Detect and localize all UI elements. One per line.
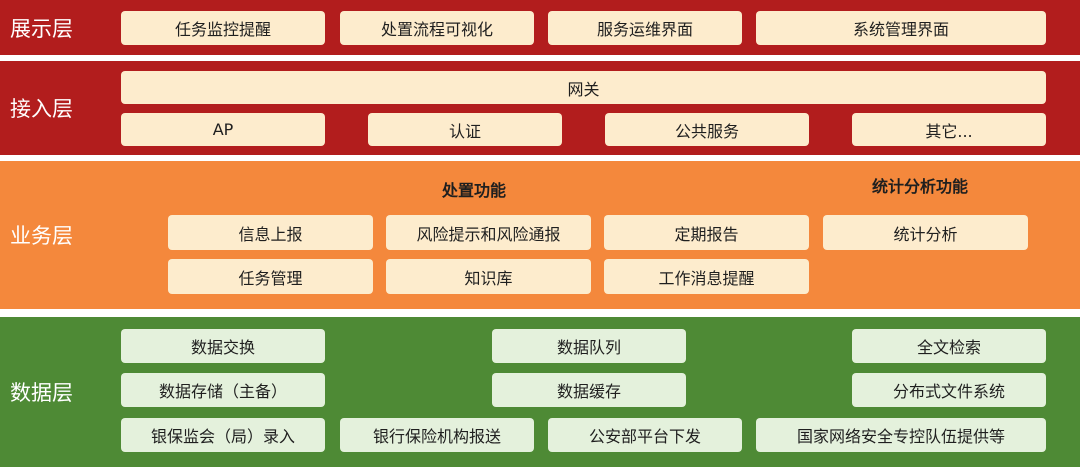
- task-management-box: 任务管理: [168, 259, 373, 294]
- public-service-box: 公共服务: [605, 113, 809, 146]
- other-box: 其它...: [852, 113, 1046, 146]
- ap-box: AP: [121, 113, 325, 146]
- data-queue-box: 数据队列: [492, 329, 686, 363]
- info-report-box: 信息上报: [168, 215, 373, 250]
- work-message-reminder-box: 工作消息提醒: [604, 259, 809, 294]
- periodic-report-box: 定期报告: [604, 215, 809, 250]
- service-ops-ui-box: 服务运维界面: [548, 11, 742, 45]
- gateway-box: 网关: [121, 71, 1046, 104]
- risk-notice-box: 风险提示和风险通报: [386, 215, 591, 250]
- business-layer-label: 业务层: [10, 224, 73, 248]
- stats-function-heading: 统计分析功能: [872, 177, 969, 196]
- data-layer-label: 数据层: [10, 381, 73, 405]
- bank-insurance-report-box: 银行保险机构报送: [340, 418, 534, 452]
- stats-analysis-box: 统计分析: [823, 215, 1028, 250]
- data-exchange-box: 数据交换: [121, 329, 325, 363]
- data-cache-box: 数据缓存: [492, 373, 686, 407]
- police-platform-box: 公安部平台下发: [548, 418, 742, 452]
- auth-box: 认证: [368, 113, 562, 146]
- fulltext-search-box: 全文检索: [852, 329, 1046, 363]
- task-monitor-reminder-box: 任务监控提醒: [121, 11, 325, 45]
- regulator-entry-box: 银保监会（局）录入: [121, 418, 325, 452]
- knowledge-base-box: 知识库: [386, 259, 591, 294]
- system-admin-ui-box: 系统管理界面: [756, 11, 1046, 45]
- presentation-layer-label: 展示层: [10, 16, 73, 41]
- distributed-fs-box: 分布式文件系统: [852, 373, 1046, 407]
- business-layer: 业务层 处置功能 统计分析功能 信息上报 风险提示和风险通报 定期报告 统计分析…: [0, 161, 1080, 309]
- access-layer-label: 接入层: [10, 97, 73, 121]
- data-layer: 数据层 数据交换 数据存储（主备） 银保监会（局）录入 数据队列 数据缓存 全文…: [0, 317, 1080, 467]
- disposal-function-heading: 处置功能: [442, 181, 507, 200]
- access-layer: 接入层 网关 AP 认证 公共服务 其它...: [0, 61, 1080, 155]
- disposal-flow-visualization-box: 处置流程可视化: [340, 11, 534, 45]
- presentation-layer: 展示层 任务监控提醒 处置流程可视化 服务运维界面 系统管理界面: [0, 0, 1080, 55]
- data-storage-box: 数据存储（主备）: [121, 373, 325, 407]
- national-security-team-box: 国家网络安全专控队伍提供等: [756, 418, 1046, 452]
